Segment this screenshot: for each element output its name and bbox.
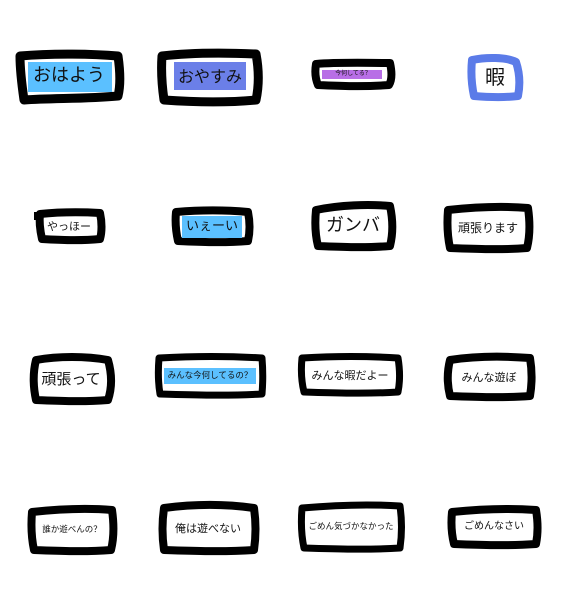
sticker-frame [157,48,263,107]
sticker-text: みんな暇だよー [311,368,389,382]
sticker-dareka-asoben[interactable]: 誰か遊べんの？ [26,504,118,556]
sticker-text: おやすみ [177,67,242,86]
sticker-text: 暇 [485,65,505,89]
sticker-frame [311,201,397,252]
sticker-ganbatte[interactable]: 頑張って [28,352,115,406]
sticker-text: 頑張って [41,369,101,388]
sticker-text: いぇーい [185,218,238,234]
text-highlight [174,62,246,90]
sticker-gomennasai[interactable]: ごめんなさい [446,504,542,550]
sticker-frame [443,202,534,254]
sticker-frame [447,504,542,550]
sticker-text: おはよう [33,65,105,86]
sticker-frame [27,504,118,556]
sticker-yahho[interactable]: やっほー [32,208,106,245]
sticker-minna-hima-dayo[interactable]: みんな暇だよー [296,352,404,398]
sticker-frame [297,501,405,553]
sticker-text: 俺は遊べない [175,521,241,535]
sticker-minna-asobo[interactable]: みんな遊ぼ [442,352,536,402]
sticker-ieei[interactable]: いぇーい [170,206,254,247]
sticker-text: 誰か遊べんの？ [42,524,102,535]
sticker-gomen-kizukanakatta[interactable]: ごめん気づかなかった [296,500,406,554]
text-highlight [164,368,256,384]
sticker-frame [15,49,125,105]
sticker-text: みんな遊ぼ [461,370,517,384]
sticker-text: やっほー [47,219,91,233]
sticker-frame [297,353,403,397]
sticker-frame [154,353,267,399]
sticker-hima[interactable]: 暇 [466,52,524,102]
sticker-text: ごめん気づかなかった [308,521,394,532]
sticker-ohayou[interactable]: おはよう [14,49,125,105]
sticker-ganbarimasu[interactable]: 頑張ります [442,202,534,254]
sticker-frame [29,353,115,406]
text-highlight [182,216,242,238]
sticker-ganba[interactable]: ガンバ [310,200,397,252]
sticker-frame [34,208,106,245]
text-highlight [322,70,382,79]
sticker-ore-wa-asobenai[interactable]: 俺は遊べない [156,500,260,556]
sticker-text: 今何してる？ [335,70,371,77]
sticker-minna-ima-nani[interactable]: みんな今何してるの？ [154,352,267,400]
sticker-frame [467,53,524,102]
sticker-text: ガンバ [326,215,380,236]
sticker-frame [171,206,254,247]
sticker-frame [311,58,396,91]
text-highlight [28,62,112,92]
sticker-text: 頑張ります [457,221,518,235]
sticker-ima-nani-shiteru[interactable]: 今何してる？ [310,58,396,91]
sticker-oyasumi[interactable]: おやすみ [156,48,264,107]
sticker-text: みんな今何してるの？ [167,370,253,381]
sticker-frame [158,501,260,556]
sticker-text: ごめんなさい [464,521,524,532]
sticker-frame [443,352,536,402]
